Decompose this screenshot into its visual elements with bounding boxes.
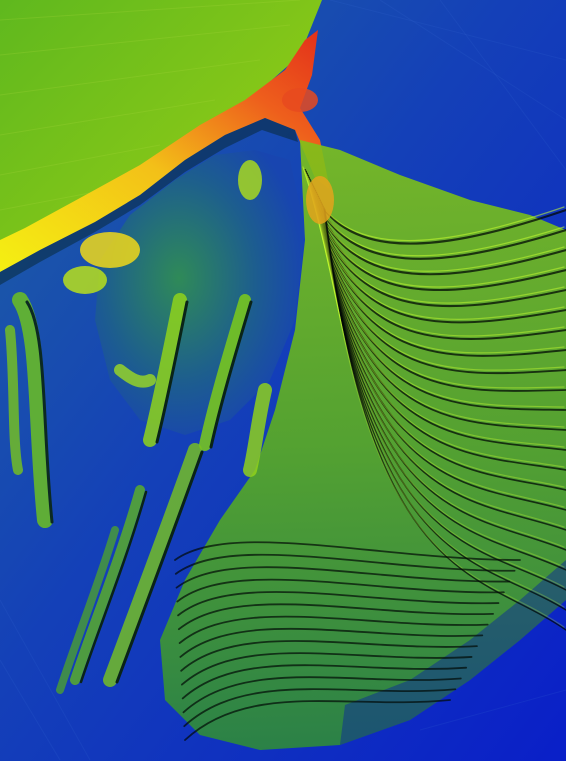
lower-ridge-shadow-line <box>177 591 500 617</box>
ridge-highlight-line <box>317 196 565 528</box>
ridge-highlight-line <box>318 198 565 548</box>
ridge-shadow-line <box>324 209 566 631</box>
escarpment-ridge <box>0 30 330 272</box>
inner-basin <box>95 150 305 435</box>
lower-ridge-shadow-line <box>183 688 457 728</box>
ridge-highlight-line <box>322 206 565 628</box>
plain-streaks <box>0 0 301 211</box>
fan-lobe <box>160 140 566 750</box>
ridge-highlight-line <box>319 200 565 568</box>
lower-ridge-shadow-line <box>181 664 468 700</box>
lower-ridge-shadow-line <box>182 676 462 714</box>
lower-ridge-shadow-line <box>177 603 494 631</box>
western-ridges <box>5 292 272 694</box>
lower-ridge-shadow-line <box>179 627 484 658</box>
ridge-highlight-line <box>320 202 565 588</box>
lower-ridge-shadow-line <box>175 566 511 589</box>
lower-ridge-shadow-line <box>174 541 521 561</box>
lower-ridge-shadow-line <box>184 699 451 741</box>
scarp-debris <box>63 88 334 294</box>
lower-ridge-shadow-line <box>176 578 505 603</box>
lower-ridge-shadow-line <box>178 615 489 644</box>
upper-plain <box>0 0 322 255</box>
ridge-highlight-line <box>321 204 565 608</box>
fan-shadow-east <box>340 560 566 745</box>
lower-ridge-shadow-line <box>181 652 473 686</box>
arcuate-ridges <box>174 166 566 741</box>
lower-ridge-shadow-line <box>174 553 516 575</box>
lower-ridge-shadow-line <box>180 640 478 672</box>
